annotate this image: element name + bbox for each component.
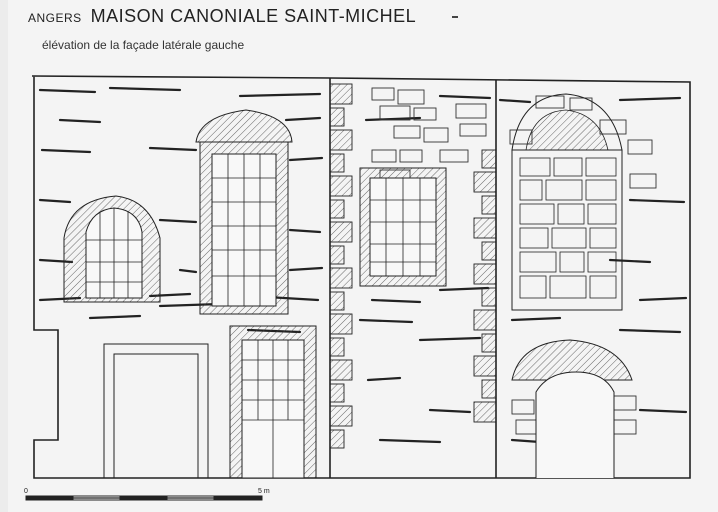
blocked-arched-window-right bbox=[511, 93, 623, 311]
scale-start-label: 0 bbox=[24, 488, 28, 495]
ink-mark bbox=[452, 16, 458, 18]
plate-title: ANGERS MAISON CANONIALE SAINT-MICHEL bbox=[28, 6, 416, 27]
scale-bar bbox=[25, 495, 263, 501]
glazed-door bbox=[229, 325, 317, 479]
quoin-column-right bbox=[473, 149, 497, 423]
quoin-column-left bbox=[329, 83, 353, 449]
blocked-doorway bbox=[103, 343, 209, 479]
plate-subtitle: élévation de la façade latérale gauche bbox=[42, 38, 245, 52]
segmental-arch-right bbox=[511, 339, 633, 478]
building-name: MAISON CANONIALE SAINT-MICHEL bbox=[90, 6, 417, 26]
arched-window-left bbox=[63, 195, 161, 303]
page-edge bbox=[0, 0, 8, 512]
tall-window-left-bay bbox=[195, 109, 293, 315]
scale-end-label: 5 m bbox=[258, 488, 270, 495]
city-name: ANGERS bbox=[28, 11, 82, 25]
window-middle-bay bbox=[359, 167, 447, 287]
masonry-texture bbox=[38, 86, 688, 444]
